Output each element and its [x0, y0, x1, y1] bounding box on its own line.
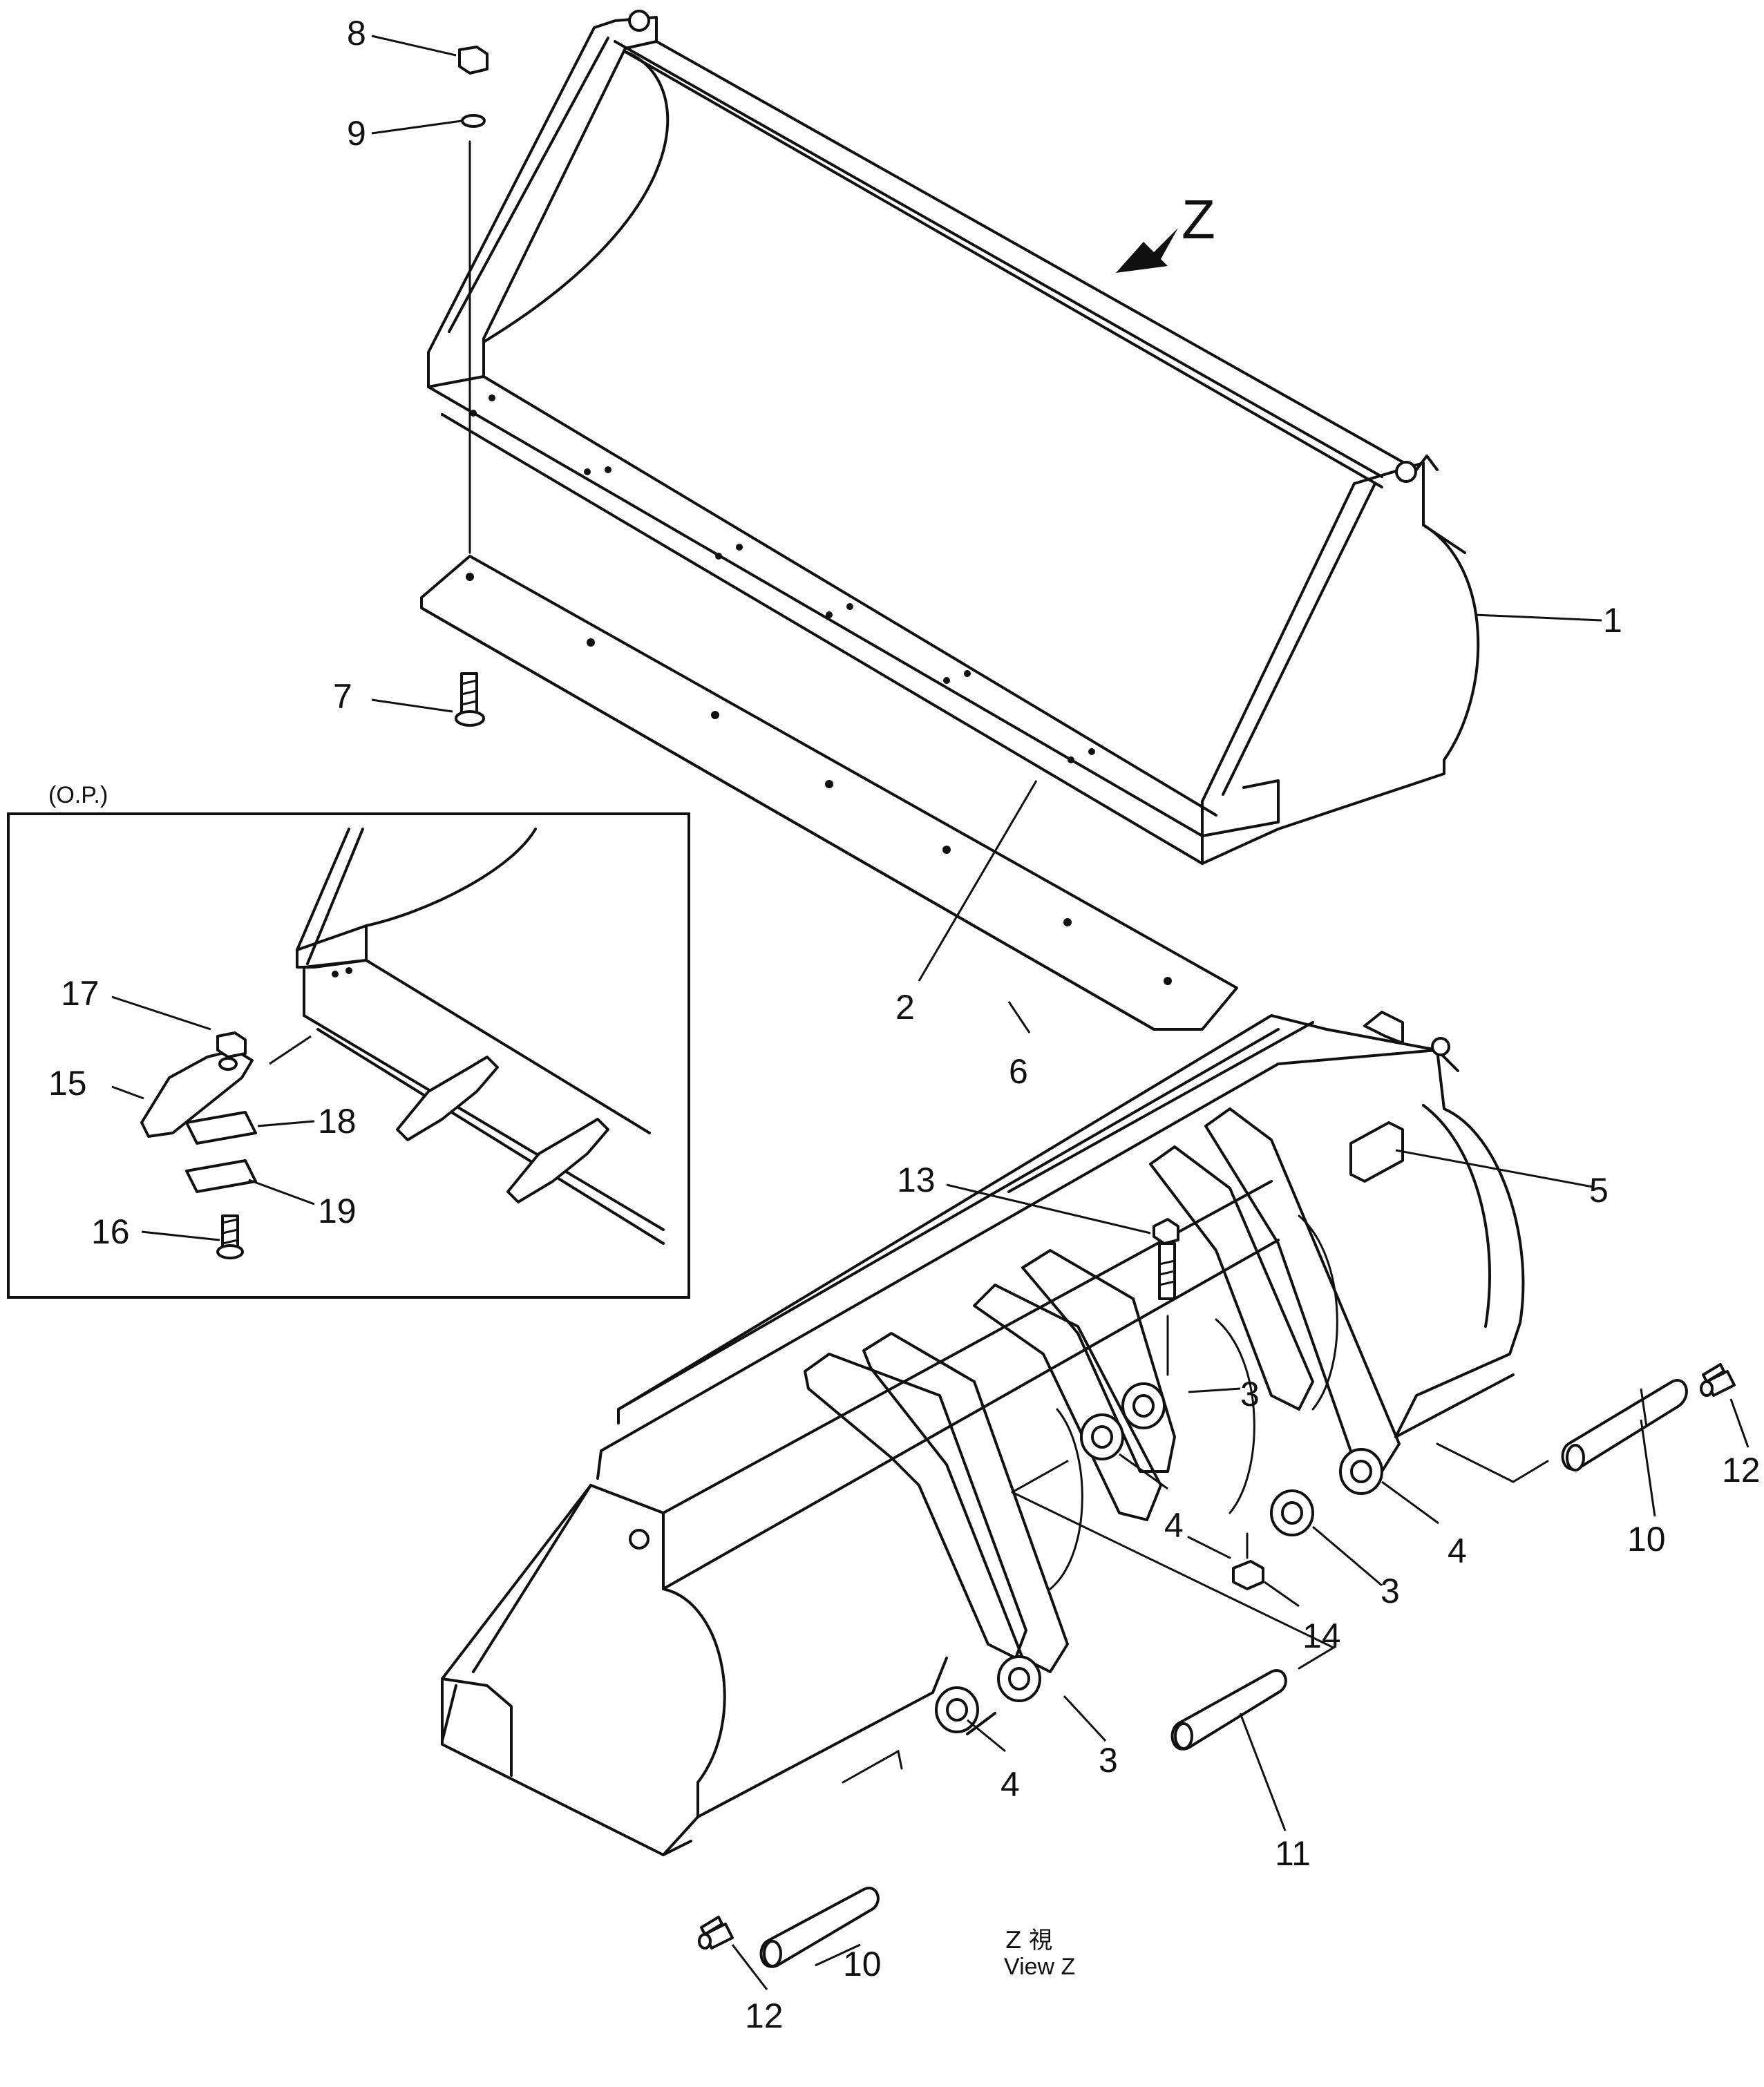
bucket-rear-view — [441, 1011, 1736, 1968]
part-label-7: 7 — [333, 677, 352, 716]
view-z-label: Z — [1182, 189, 1215, 250]
part-label-10-left: 10 — [843, 1945, 882, 1983]
view-z-caption-text: View Z — [1004, 1954, 1075, 1980]
part-label-2: 2 — [895, 988, 915, 1027]
bucket-top-view: Z — [427, 10, 1480, 865]
part-label-8: 8 — [347, 14, 366, 53]
part-label-4-right: 4 — [1448, 1532, 1467, 1570]
part-label-11: 11 — [1275, 1834, 1311, 1873]
part-label-18: 18 — [318, 1102, 357, 1141]
inset-label: (O.P.) — [48, 782, 108, 808]
part-label-12-left: 12 — [745, 1997, 784, 2035]
inset-frame — [7, 812, 690, 1299]
part-label-3-right: 3 — [1381, 1572, 1400, 1610]
part-label-6: 6 — [1009, 1052, 1028, 1091]
view-z-caption-cjk: Z 視 — [1005, 1927, 1052, 1954]
leader-lines — [111, 35, 1749, 1990]
view-z-arrow-icon — [1116, 228, 1178, 273]
view-z-caption: Z 視 View Z — [1004, 1927, 1075, 1980]
part-label-19: 19 — [318, 1192, 357, 1230]
part-label-3-upper: 3 — [1240, 1375, 1260, 1413]
part-label-17: 17 — [61, 974, 99, 1013]
part-label-1: 1 — [1603, 601, 1622, 640]
part-label-5: 5 — [1589, 1171, 1609, 1210]
part-label-15: 15 — [48, 1064, 87, 1103]
part-label-3-lower: 3 — [1099, 1741, 1118, 1780]
part-label-4-lower: 4 — [1000, 1765, 1020, 1804]
part-label-4-middle: 4 — [1164, 1506, 1184, 1545]
part-label-14: 14 — [1302, 1617, 1341, 1655]
optional-parts-inset: (O.P.) — [7, 782, 690, 1299]
part-label-10-right: 10 — [1627, 1520, 1666, 1559]
part-label-9: 9 — [347, 114, 366, 153]
part-label-12-right: 12 — [1722, 1451, 1761, 1489]
cutting-edge — [420, 555, 1238, 1031]
part-number-labels: 8 9 1 7 2 6 17 15 18 19 16 13 5 3 4 4 3 … — [48, 14, 1761, 2035]
part-label-13: 13 — [897, 1161, 936, 1199]
part-label-16: 16 — [91, 1212, 130, 1251]
nut-washer-bolt — [455, 46, 489, 727]
